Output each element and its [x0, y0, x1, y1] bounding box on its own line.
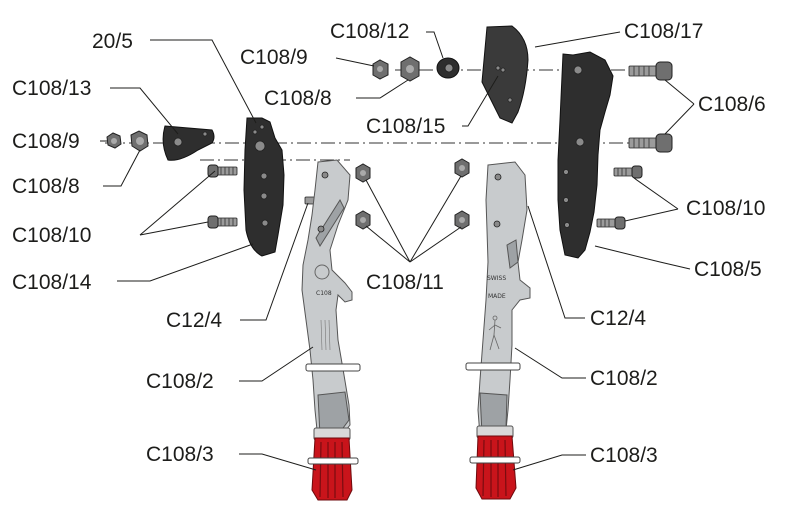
right-handle-band: [465, 362, 521, 371]
screw-c108-10-left-upper: [207, 164, 238, 178]
nut-c108-11-b: [355, 210, 371, 230]
screw-c108-10-right-upper: [613, 165, 643, 179]
label-c108-8-left: C108/8: [12, 175, 80, 198]
label-c108-10-right: C108/10: [686, 197, 765, 220]
washer-nut-c108-8-top: [400, 56, 420, 82]
right-handle-engraving: SWISS MADE: [487, 275, 506, 300]
label-c108-3-left: C108/3: [146, 443, 214, 466]
nut-c108-11-a: [355, 163, 371, 183]
label-c108-6: C108/6: [698, 93, 766, 116]
label-c108-13: C108/13: [12, 77, 91, 100]
link-plate-c108-13: [162, 125, 215, 161]
label-c108-10-left: C108/10: [12, 224, 91, 247]
label-c108-3-right: C108/3: [590, 444, 658, 467]
anvil-blade-c108-15: [481, 25, 529, 124]
left-handle-inscription-lines: [320, 319, 331, 351]
screw-c108-10-left-lower: [207, 215, 238, 229]
label-c108-2-right: C108/2: [590, 367, 658, 390]
label-c12-4-right: C12/4: [590, 307, 646, 330]
svg-text:MADE: MADE: [488, 293, 506, 300]
label-c108-8-top: C108/8: [264, 87, 332, 110]
screw-c108-6-lower: [628, 133, 673, 153]
nut-c108-9-left: [106, 132, 122, 149]
svg-text:SWISS: SWISS: [487, 275, 506, 282]
screw-c108-6-upper: [628, 61, 673, 81]
left-handle-band: [305, 363, 361, 372]
nut-c108-9-top: [372, 59, 389, 80]
cam-c108-12: [436, 57, 460, 79]
label-c108-17: C108/17: [624, 20, 703, 43]
label-c12-4-left: C12/4: [166, 309, 222, 332]
label-c108-12: C108/12: [330, 20, 409, 43]
label-c108-2-left: C108/2: [146, 370, 214, 393]
label-c108-9-left: C108/9: [12, 130, 80, 153]
grip-c108-3-right: [469, 425, 521, 500]
label-c108-15: C108/15: [366, 115, 445, 138]
nut-c108-11-c: [454, 158, 470, 178]
label-c108-14: C108/14: [12, 271, 92, 294]
grip-c108-3-left: [307, 427, 359, 501]
leader-lines: [100, 31, 695, 471]
right-handle-figure-mark: [488, 315, 502, 351]
label-c108-5: C108/5: [694, 258, 762, 281]
side-plate-c108-14: [243, 117, 285, 257]
left-handle-engraving: C108: [316, 290, 332, 297]
screw-c108-10-right-lower: [596, 216, 626, 230]
nut-c108-11-d: [454, 210, 470, 230]
label-20-5: 20/5: [92, 30, 133, 53]
handle-c108-2-right: SWISS MADE: [477, 161, 531, 437]
label-c108-11: C108/11: [366, 271, 444, 294]
washer-nut-c108-8-left: [130, 130, 149, 152]
side-plate-c108-5: [557, 51, 614, 259]
label-c108-9-top: C108/9: [240, 46, 308, 69]
